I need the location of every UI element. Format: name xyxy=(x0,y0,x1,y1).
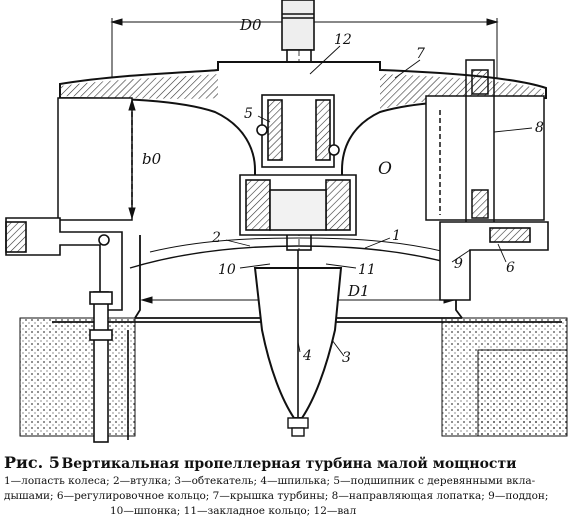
figure-prefix: Рис. xyxy=(4,453,44,472)
label-d0: D0 xyxy=(239,16,262,34)
runner-blade xyxy=(129,245,467,269)
label-2: 2 xyxy=(211,230,221,246)
bearing-housing xyxy=(256,94,340,168)
figure-title: Вертикальная пропеллерная турбина малой … xyxy=(61,456,517,472)
label-10: 10 xyxy=(218,262,236,278)
cover-hatch xyxy=(60,74,544,110)
foundation-right-lower xyxy=(477,349,568,437)
legend-line-2: дышами; 6—регулировочное кольцо; 7—крышк… xyxy=(4,490,549,502)
runner-blade-lower xyxy=(149,237,447,253)
label-12: 12 xyxy=(334,32,352,48)
label-11: 11 xyxy=(358,262,376,278)
legend-line-3: 10—шпонка; 11—закладное кольцо; 12—вал xyxy=(110,505,357,517)
label-d1: D1 xyxy=(347,282,370,300)
label-o: O xyxy=(378,159,392,179)
anchor-bolts xyxy=(89,291,129,443)
label-3: 3 xyxy=(342,350,351,366)
label-4: 4 xyxy=(302,348,312,364)
leader-lines xyxy=(225,45,533,357)
figure-number-value: 5 xyxy=(48,453,60,472)
legend-line-1: 1—лопасть колеса; 2—втулка; 3—обтекатель… xyxy=(4,475,536,487)
label-8: 8 xyxy=(535,120,544,136)
cone-nut xyxy=(287,417,309,437)
label-6: 6 xyxy=(506,260,515,276)
label-b0: b0 xyxy=(142,150,162,168)
figure-number: Рис. 5 xyxy=(4,453,60,472)
foundation-left xyxy=(19,317,136,437)
dimension-b0 xyxy=(128,98,136,220)
guide-vanes xyxy=(57,59,545,231)
label-1: 1 xyxy=(392,228,401,244)
turbine-drawing: D0 12 7 5 8 b0 O 2 1 10 11 9 6 D1 4 3 xyxy=(5,0,568,443)
label-9: 9 xyxy=(454,256,463,272)
label-7: 7 xyxy=(416,46,425,62)
label-5: 5 xyxy=(244,106,253,122)
hub xyxy=(239,174,357,236)
